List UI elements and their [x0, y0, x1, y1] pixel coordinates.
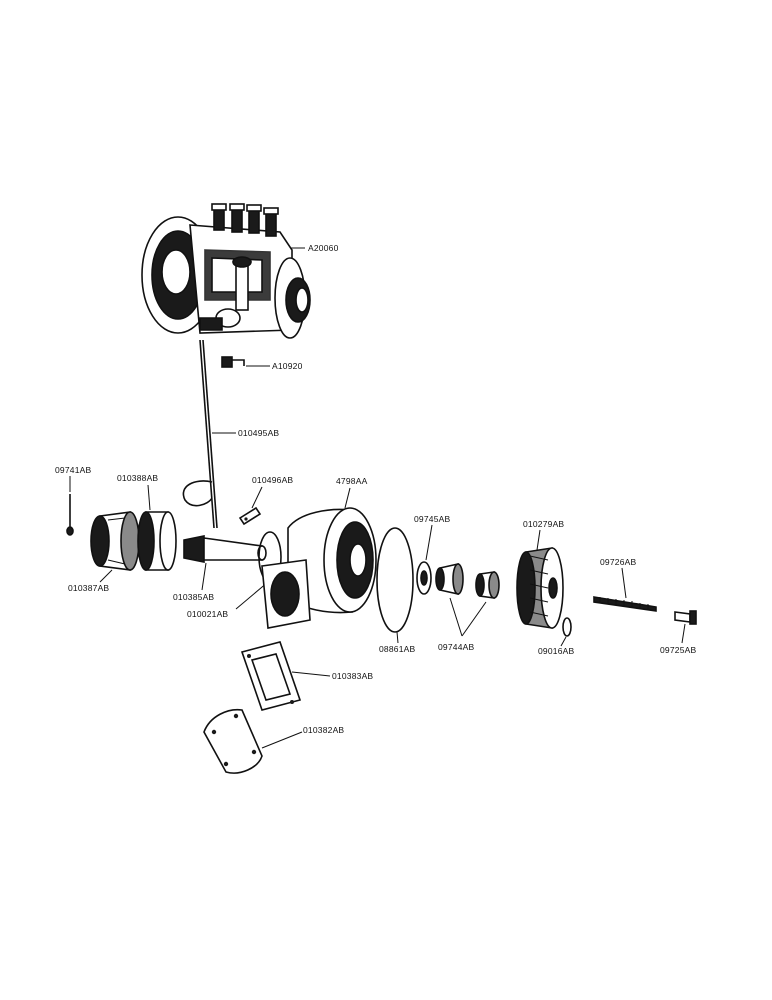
leader-gear: [536, 529, 541, 551]
pin: [66, 494, 74, 536]
label-bushings: 09744AB: [438, 642, 475, 652]
elbow-fitting: [221, 356, 245, 368]
label-gasket: 010383AB: [332, 671, 373, 681]
screw: [674, 610, 697, 625]
label-clip: 010496AB: [252, 475, 293, 485]
tube: [182, 339, 218, 529]
label-cover-plate: 010382AB: [303, 725, 344, 735]
leader-shaft: [201, 562, 207, 591]
label-stud: 09726AB: [600, 557, 637, 567]
label-snap-ring: 09016AB: [538, 646, 575, 656]
leader-cover-plate: [261, 731, 303, 749]
large-o-ring: [376, 527, 414, 633]
leader-large-o-ring: [396, 631, 399, 644]
clip: [238, 506, 262, 526]
leader-housing: [344, 487, 351, 509]
leader-clip: [251, 486, 263, 509]
label-gear: 010279AB: [523, 519, 564, 529]
label-large-o-ring: 08861AB: [379, 644, 416, 654]
bearing-cup: [137, 511, 177, 571]
shaft: [183, 535, 267, 563]
label-screw: 09725AB: [660, 645, 697, 655]
label-bearing-cup: 010388AB: [117, 473, 158, 483]
bearing-cone: [90, 511, 140, 571]
label-tube: 010495AB: [238, 428, 279, 438]
label-elbow-fitting: A10920: [272, 361, 303, 371]
label-pump-assembly: A20060: [308, 243, 339, 253]
leader-snap-ring: [560, 636, 567, 647]
cover-plate: [203, 708, 263, 774]
label-bearing-cone: 010387AB: [68, 583, 109, 593]
leader-small-o-ring: [235, 581, 269, 610]
leader-stud: [621, 567, 627, 599]
leader-bearing-cone: [99, 569, 113, 583]
stud: [593, 596, 657, 612]
drive-gear: [516, 547, 564, 629]
label-small-o-ring: 010021AB: [187, 609, 228, 619]
leader-bushing-right: [461, 601, 487, 637]
leader-thrust-washer: [425, 524, 433, 561]
label-shaft: 010385AB: [173, 592, 214, 602]
label-pin: 09741AB: [55, 465, 92, 475]
leader-bearing-cup: [147, 484, 151, 511]
injection-pump-assembly: [141, 203, 311, 339]
thrust-washer: [416, 561, 432, 595]
snap-ring: [562, 617, 572, 637]
leader-bushing-left: [449, 597, 463, 637]
bushings: [435, 563, 500, 599]
leader-screw: [681, 623, 686, 644]
label-thrust-washer: 09745AB: [414, 514, 451, 524]
gasket: [240, 641, 302, 711]
label-housing: 4798AA: [336, 476, 368, 486]
leader-gasket: [291, 671, 331, 677]
pump-drive-housing: [261, 507, 377, 629]
